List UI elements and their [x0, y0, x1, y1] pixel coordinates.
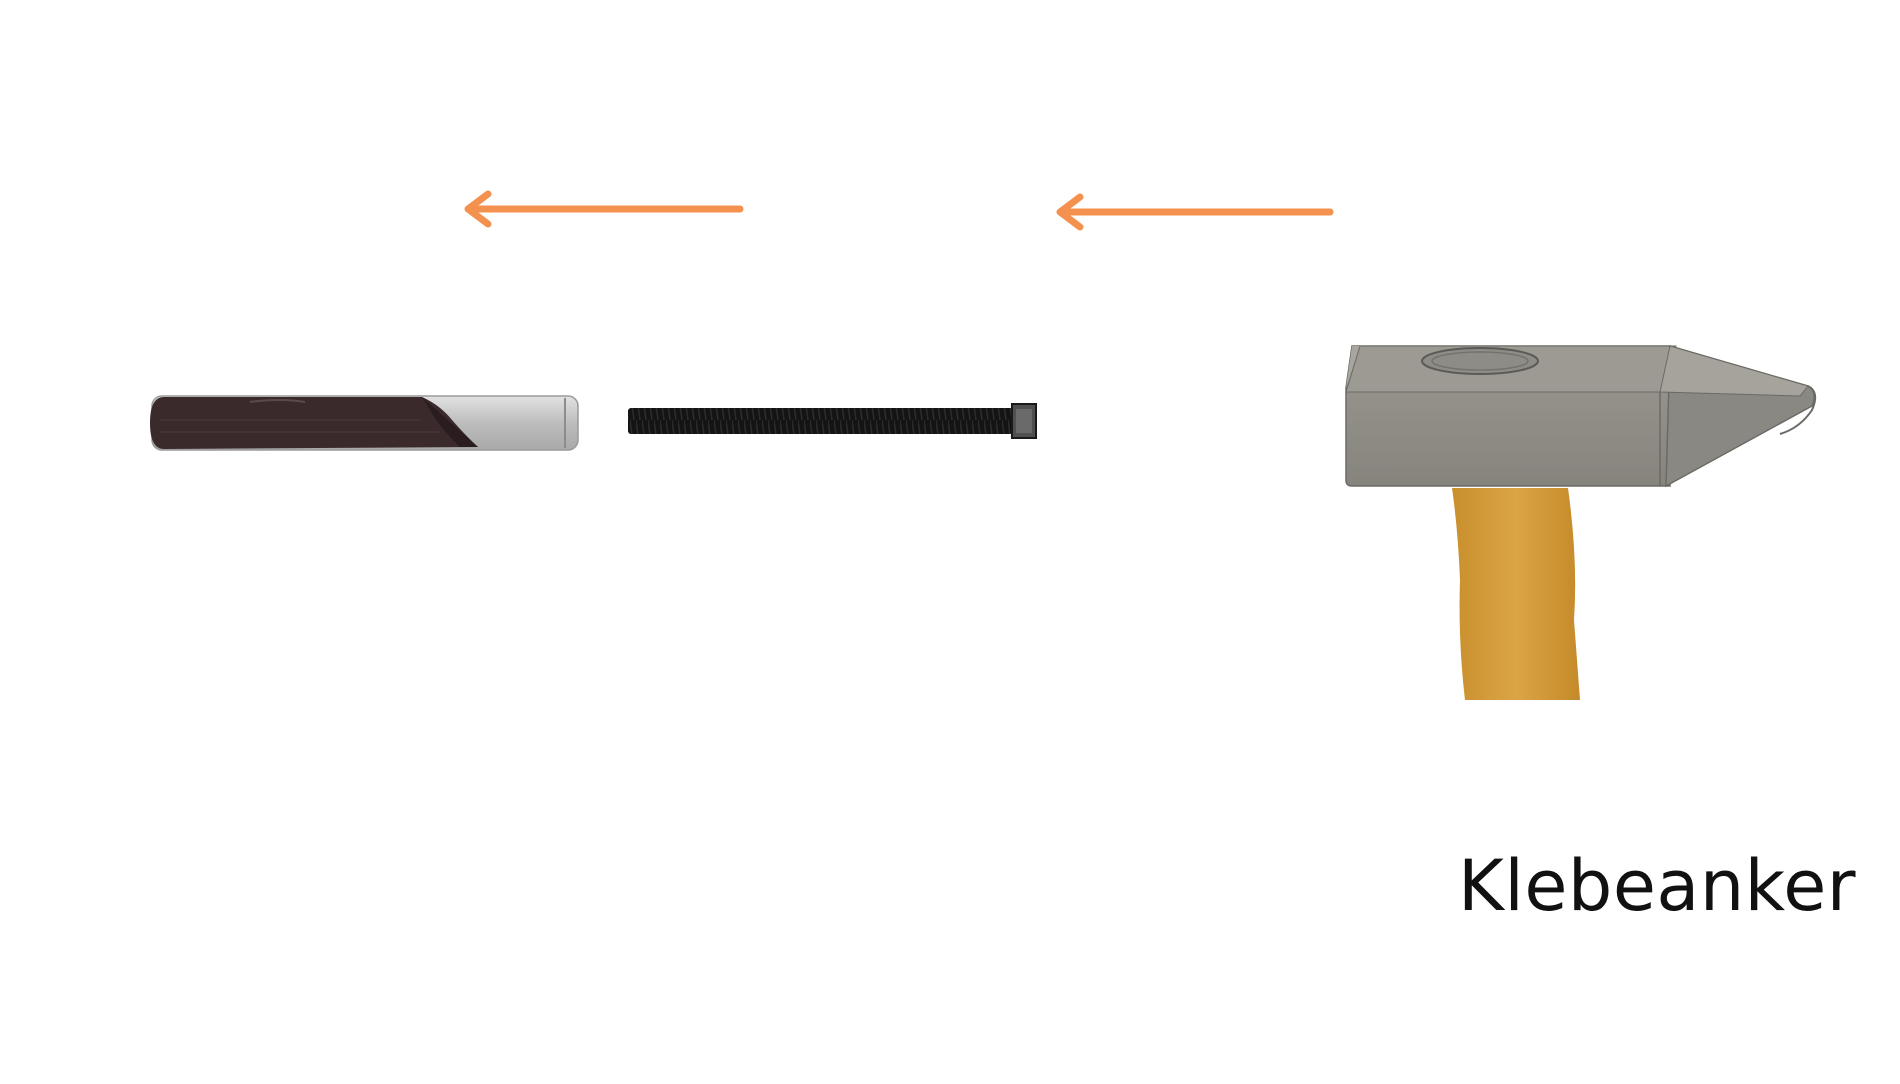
arrow-left-icon [1056, 193, 1334, 231]
resin-capsule-icon [150, 395, 579, 451]
threaded-rod-icon [628, 403, 1037, 439]
product-title: Klebeanker [1458, 845, 1857, 927]
hammer-icon [1345, 345, 1817, 700]
arrow-left-icon [464, 190, 744, 228]
